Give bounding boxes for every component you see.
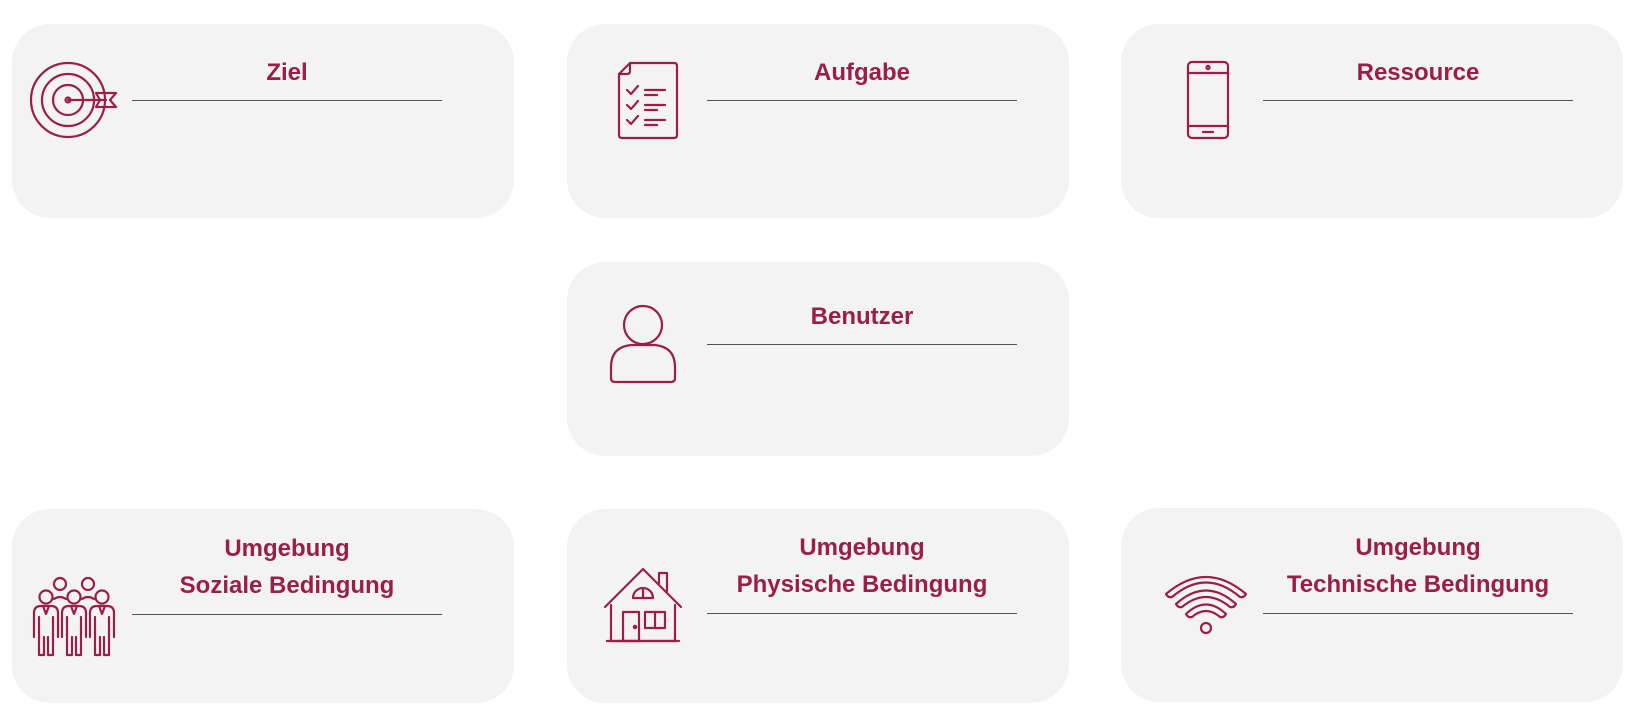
card-title: Benutzer <box>707 298 1017 335</box>
title-line: Technische Bedingung <box>1286 571 1550 598</box>
card-title: Umgebung Soziale Bedingung <box>132 530 442 604</box>
user-icon <box>609 304 679 385</box>
title-line: Umgebung <box>1355 534 1481 561</box>
title-line: Benutzer <box>810 303 914 330</box>
underline-rule <box>707 100 1017 101</box>
card-title: Umgebung Physische Bedingung <box>707 529 1017 603</box>
title-line: Physische Bedingung <box>736 571 988 598</box>
title-line: Ziel <box>266 59 308 86</box>
card-aufgabe: Aufgabe <box>567 24 1069 218</box>
title-line: Aufgabe <box>814 59 910 86</box>
title-line: Soziale Bedingung <box>179 572 395 599</box>
underline-rule <box>132 614 442 615</box>
card-title: Ressource <box>1263 54 1573 91</box>
checklist-document-icon <box>617 61 679 140</box>
title-line: Umgebung <box>224 535 350 562</box>
house-icon <box>603 565 683 645</box>
title-line: Ressource <box>1356 59 1480 86</box>
title-line: Umgebung <box>799 534 925 561</box>
target-arrow-icon <box>29 60 120 140</box>
underline-rule <box>132 100 442 101</box>
card-benutzer: Benutzer <box>567 262 1069 456</box>
underline-rule <box>1263 100 1573 101</box>
card-ziel: Ziel <box>12 24 514 218</box>
card-ressource: Ressource <box>1121 24 1623 218</box>
card-technische-bedingung: Umgebung Technische Bedingung <box>1121 508 1623 702</box>
underline-rule <box>707 344 1017 345</box>
card-soziale-bedingung: Umgebung Soziale Bedingung <box>12 509 514 703</box>
card-physische-bedingung: Umgebung Physische Bedingung <box>567 509 1069 703</box>
wifi-icon <box>1163 570 1249 636</box>
people-group-icon <box>30 576 120 657</box>
card-title: Aufgabe <box>707 54 1017 91</box>
underline-rule <box>1263 613 1573 614</box>
smartphone-icon <box>1186 60 1232 140</box>
card-title: Ziel <box>132 54 442 91</box>
card-title: Umgebung Technische Bedingung <box>1263 529 1573 603</box>
underline-rule <box>707 613 1017 614</box>
